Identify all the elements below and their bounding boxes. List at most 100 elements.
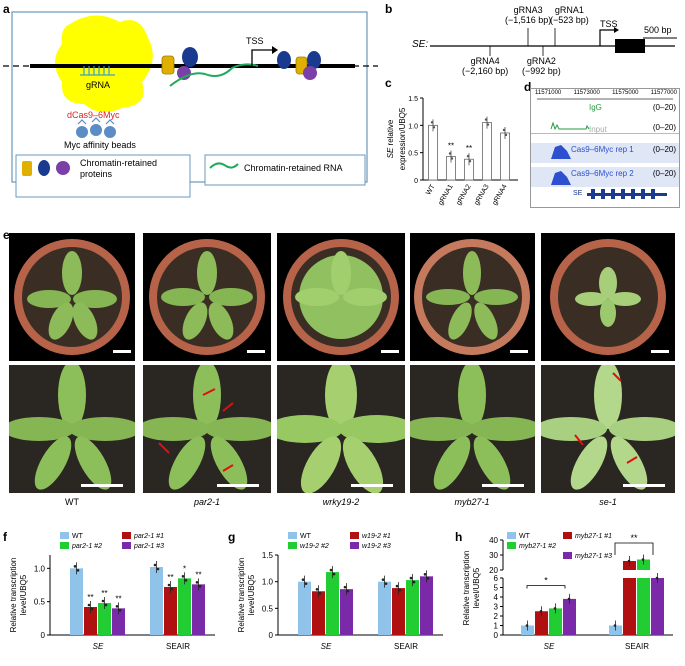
input-track-label: Input [589, 125, 607, 134]
panel-label-h: h [455, 530, 463, 544]
data-point [486, 123, 490, 126]
caption-myb27-1: myb27-1 [454, 497, 490, 507]
y-tick-label: 1.5 [262, 551, 274, 560]
legend-label: WT [519, 533, 531, 540]
data-point [502, 128, 506, 132]
data-point [641, 558, 645, 561]
bar [549, 608, 562, 635]
green-rna-icon [169, 63, 259, 87]
data-point [450, 157, 454, 160]
photo-wrky19-2-pot [277, 233, 405, 361]
data-point [156, 567, 160, 571]
bar [164, 587, 177, 635]
data-point [426, 577, 430, 580]
bar [178, 578, 191, 635]
legend-swatch [60, 532, 69, 539]
legend-swatch [288, 532, 297, 539]
bar-lower [623, 578, 636, 635]
y-tick-label: 0.5 [262, 604, 274, 613]
data-point [504, 133, 508, 137]
y-tick-label: 1.5 [408, 96, 418, 103]
legend-swatch [60, 542, 69, 549]
y-tick-label: 4 [494, 593, 499, 602]
y-tick-label: 1.0 [34, 564, 46, 573]
y-tick-label: 1.0 [262, 578, 274, 587]
significance-label: ** [115, 594, 121, 603]
y-tick-label: 20 [489, 566, 498, 575]
significance-label: ** [87, 593, 93, 602]
bar [500, 132, 510, 181]
data-point [468, 160, 472, 163]
x-tick-label: gRNA4 [491, 183, 508, 206]
y-axis-label-2: level/UBQ5 [472, 567, 481, 608]
y-tick-label: 2 [494, 612, 499, 621]
data-point [104, 603, 108, 607]
y-axis-label: Relative transcription [462, 551, 471, 626]
caption-wt: WT [65, 497, 79, 507]
photo-wt-closeup [9, 365, 135, 493]
beads-label: Myc affinity beads [64, 140, 136, 150]
panel-label-b: b [385, 2, 393, 16]
data-point [423, 573, 427, 576]
bar [340, 589, 353, 635]
data-point [170, 587, 174, 591]
y-tick-label: 0.5 [408, 151, 418, 158]
bar [482, 122, 492, 181]
data-point [613, 624, 617, 627]
significance-label: * [183, 564, 186, 573]
se-gene-track-label: SE [573, 190, 583, 197]
purple-protein-icon-2 [303, 66, 317, 80]
data-point [484, 118, 488, 121]
data-point [198, 585, 202, 588]
range-label-2: (0–20) [652, 123, 676, 132]
bar [192, 584, 205, 635]
y-axis-label-2: level/UBQ5 [19, 574, 28, 615]
legend-proteins-label: Chromatin-retained proteins [80, 158, 158, 179]
y-tick-label: 0 [269, 631, 274, 640]
data-point [430, 121, 434, 124]
data-point [301, 578, 305, 581]
data-point [184, 579, 188, 582]
photo-se-1-closeup [541, 365, 675, 493]
grna3-label: gRNA3(−1,516 bp) [505, 5, 552, 25]
photo-se-1-pot [541, 233, 675, 361]
bar-lower [651, 578, 664, 635]
dcas9-label: dCas9–6Myc [67, 110, 120, 120]
red-arrow-icons [158, 388, 234, 472]
gene-se-label: SE: [412, 39, 429, 50]
grna1-label: gRNA1(−523 bp) [550, 5, 589, 25]
y-tick-label: 0 [41, 631, 46, 640]
data-point [539, 609, 543, 613]
bar-upper [637, 559, 650, 570]
photo-myb27-1-closeup [410, 365, 535, 493]
photo-wt-pot [9, 233, 135, 361]
panel-label-d: d [524, 80, 532, 94]
legend-swatch [122, 542, 131, 549]
data-point [87, 603, 91, 607]
data-point [167, 583, 171, 587]
bar [298, 581, 311, 635]
x-tick-label: gRNA2 [455, 183, 472, 206]
grna-comb [80, 66, 115, 76]
significance-label: ** [448, 141, 454, 150]
y-axis-label: Relative transcription [237, 558, 246, 633]
data-point [395, 584, 399, 588]
significance-label: ** [101, 589, 107, 598]
bar [535, 611, 548, 635]
legend-label: par2-1 #2 [71, 543, 102, 550]
bar [70, 568, 83, 635]
data-point [412, 580, 416, 584]
igg-track-label: IgG [589, 103, 602, 112]
data-point [315, 587, 319, 591]
y-axis-label-2: level/UBQ5 [247, 574, 256, 615]
legend-label: myb27-1 #3 [575, 553, 612, 560]
x-tick-label: SE [544, 642, 555, 651]
bar [112, 608, 125, 635]
data-point [90, 607, 94, 611]
y-tick-label: 0 [494, 631, 499, 640]
legend-swatch [563, 552, 572, 559]
legend-label: WT [72, 533, 84, 540]
legend-label: w19-2 #3 [362, 543, 391, 550]
